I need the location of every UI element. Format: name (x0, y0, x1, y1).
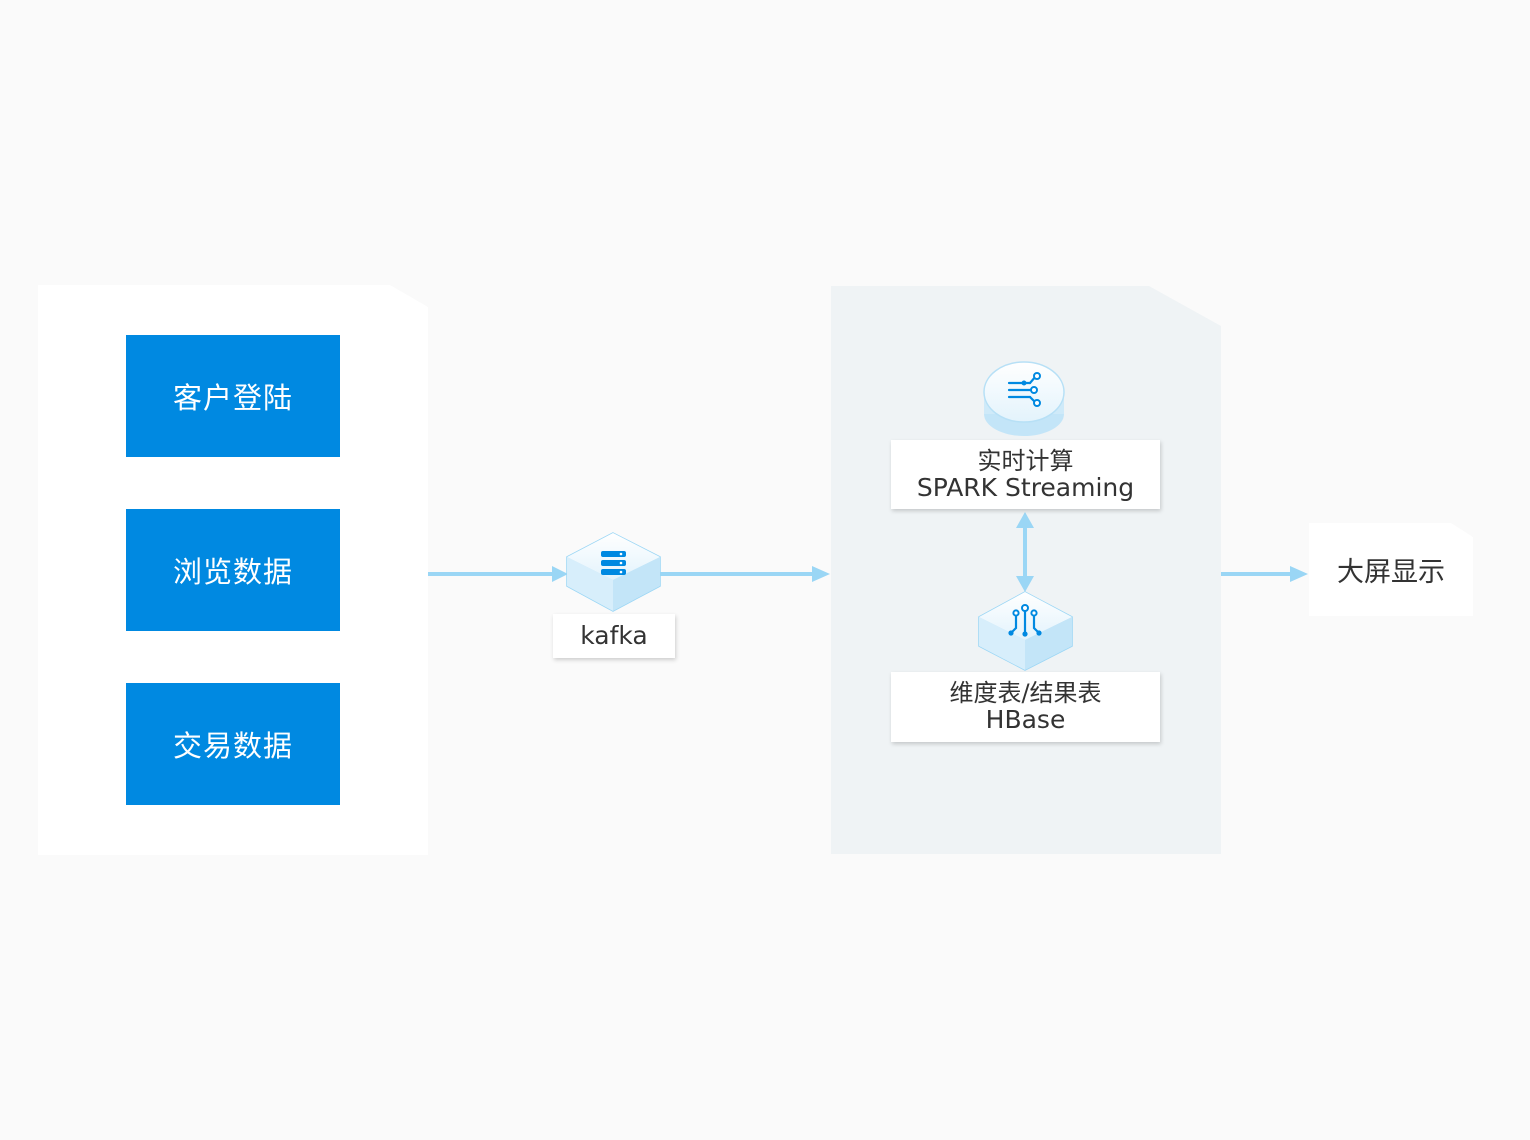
hbase-label-box: 维度表/结果表 HBase (891, 672, 1160, 742)
spark-subtitle: SPARK Streaming (916, 472, 1135, 502)
output-label: 大屏显示 (1337, 557, 1445, 588)
spark-label-box: 实时计算 SPARK Streaming (891, 440, 1160, 509)
circuit-icon (978, 591, 1073, 671)
source-customer-login: 客户登陆 (126, 335, 340, 457)
server-stack-icon (566, 532, 661, 612)
hbase-title: 维度表/结果表 (949, 679, 1102, 708)
arrow-kafka-to-processing (660, 566, 830, 582)
source-browse-data-label: 浏览数据 (172, 555, 293, 589)
source-panel: 客户登陆 浏览数据 交易数据 (38, 285, 428, 855)
arrow-spark-hbase-bidirectional (1016, 512, 1034, 592)
output-big-screen: 大屏显示 (1309, 523, 1473, 616)
kafka-label: kafka (580, 621, 648, 651)
spark-title: 实时计算 (977, 446, 1074, 475)
kafka-label-box: kafka (553, 614, 675, 658)
source-transaction-data-label: 交易数据 (172, 729, 293, 763)
hbase-subtitle: HBase (985, 705, 1066, 735)
stream-nodes-icon (983, 361, 1065, 436)
source-customer-login-label: 客户登陆 (172, 381, 293, 415)
source-transaction-data: 交易数据 (126, 683, 340, 805)
arrow-source-to-kafka (428, 566, 568, 582)
source-browse-data: 浏览数据 (126, 509, 340, 631)
arrow-processing-to-output (1221, 566, 1308, 582)
